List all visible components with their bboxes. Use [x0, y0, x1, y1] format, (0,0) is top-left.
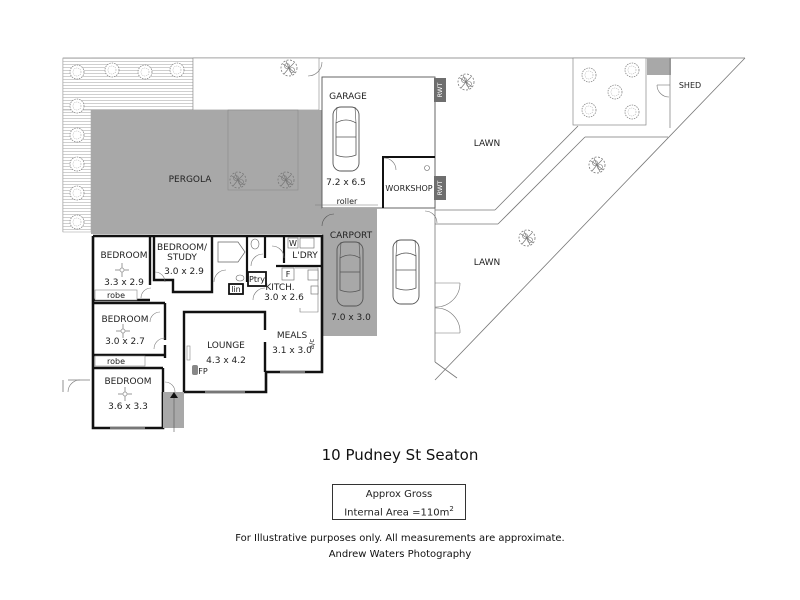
laundry-tub-icon	[299, 237, 315, 249]
credit-text: Andrew Waters Photography	[328, 549, 472, 560]
driveway-car-icon	[392, 239, 420, 305]
workshop-label: WORKSHOP	[385, 184, 432, 193]
rwt-tank-bottom: RWT	[434, 176, 446, 200]
cooktop-icon	[307, 269, 319, 281]
rwt-tank-top: RWT	[434, 78, 446, 102]
meals-size: 3.1 x 3.0	[272, 346, 312, 356]
meals-label: MEALS	[277, 331, 308, 341]
toilet-icon	[250, 238, 260, 250]
robe1-label: robe	[107, 291, 125, 300]
entry-porch	[163, 392, 184, 428]
study-label-2: STUDY	[167, 253, 197, 263]
garage-label: GARAGE	[329, 92, 367, 102]
kitchen-label: KITCH.	[265, 283, 294, 293]
bedroom2-label: BEDROOM	[102, 315, 149, 325]
garage-room	[321, 76, 436, 209]
double-gate	[434, 282, 461, 334]
carport-label: CARPORT	[330, 231, 373, 241]
kitchen-size: 3.0 x 2.6	[264, 293, 304, 303]
basin-icon	[235, 274, 245, 282]
bedroom3-label: BEDROOM	[105, 377, 152, 387]
study-size: 3.0 x 2.9	[164, 267, 204, 277]
area-line2: Internal Area =110m2	[333, 502, 465, 520]
bedroom2-size: 3.0 x 2.7	[105, 337, 145, 347]
house: robe BEDROOM 3.3 x 2.9 BEDROOM/ STUDY 3.…	[91, 234, 324, 430]
garage-roller-door-label: roller	[337, 197, 358, 206]
address-title: 10 Pudney St Seaton	[321, 446, 479, 464]
lounge-label: LOUNGE	[207, 341, 245, 351]
study-label-1: BEDROOM/	[157, 243, 208, 253]
linen-label: lin	[231, 285, 241, 294]
lounge-size: 4.3 x 4.2	[206, 356, 246, 366]
shed-label: SHED	[679, 81, 701, 90]
bedroom1-label: BEDROOM	[101, 251, 148, 261]
washer-label: W	[289, 239, 297, 248]
lawn-top-label: LAWN	[474, 139, 501, 149]
svg-text:RWT: RWT	[436, 181, 444, 196]
robe2-label: robe	[107, 357, 125, 366]
fireplace-icon	[192, 365, 198, 375]
carport-size: 7.0 x 3.0	[331, 313, 371, 323]
area-value: Internal Area =110m	[344, 507, 450, 519]
bedroom3-size: 3.6 x 3.3	[108, 402, 148, 412]
disclaimer-text: For Illustrative purposes only. All meas…	[235, 533, 565, 544]
entry-arrow-icon	[170, 392, 178, 398]
pantry-label: Ptry	[249, 275, 265, 284]
pergola-label: PERGOLA	[169, 175, 213, 185]
oven-icon	[310, 285, 319, 295]
fridge-label: F	[286, 270, 291, 279]
svg-text:RWT: RWT	[436, 83, 444, 98]
area-box: Approx Gross Internal Area =110m2	[332, 484, 466, 520]
shower-icon	[217, 241, 246, 263]
bedroom1-size: 3.3 x 2.9	[104, 278, 144, 288]
area-unit-sup: 2	[449, 505, 454, 513]
fireplace-label: FP	[198, 367, 208, 376]
garage-size: 7.2 x 6.5	[326, 178, 366, 188]
tap-icon	[424, 165, 430, 171]
workshop-room: WORKSHOP	[382, 156, 435, 208]
footer: For Illustrative purposes only. All meas…	[0, 531, 800, 563]
area-line1: Approx Gross	[365, 489, 433, 500]
lawn-bottom-label: LAWN	[474, 258, 501, 268]
laundry-label: L'DRY	[292, 251, 318, 261]
ac-label: a/c	[308, 339, 316, 350]
